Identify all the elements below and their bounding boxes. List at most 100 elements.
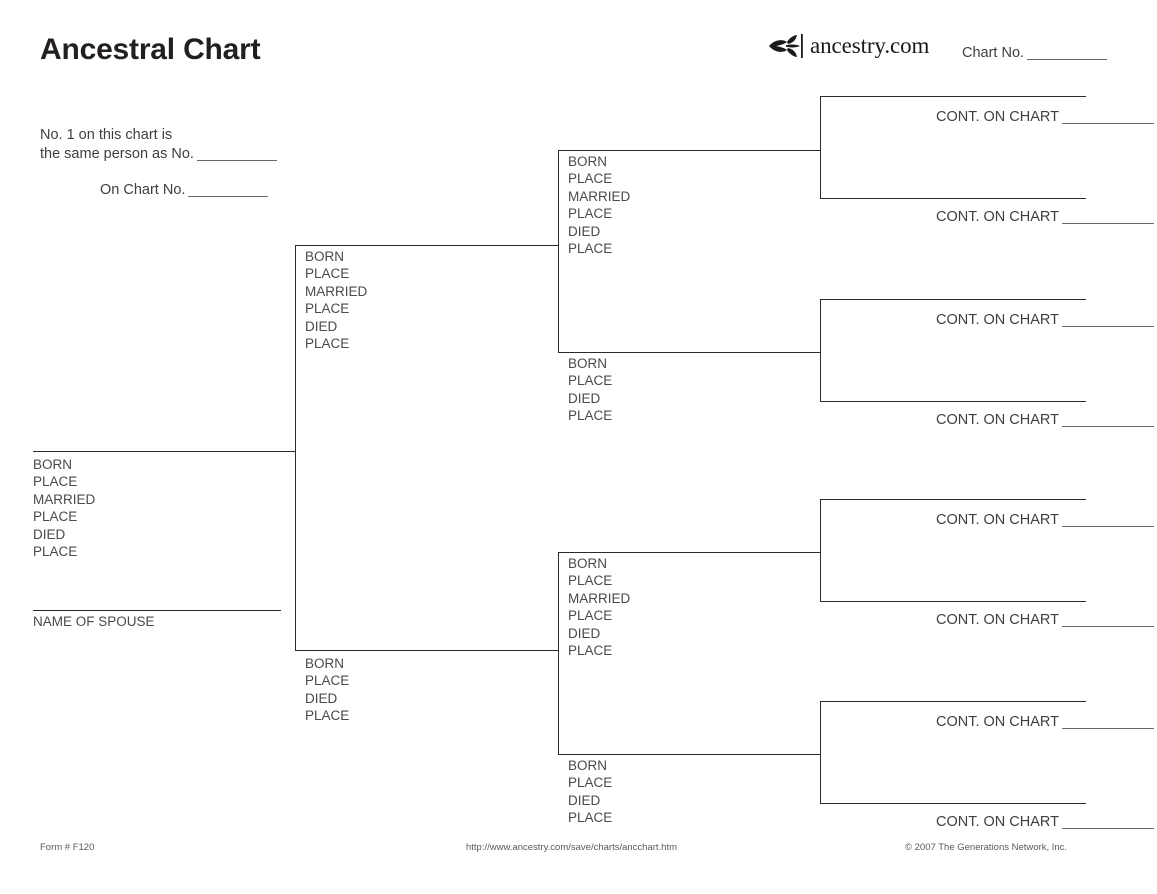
gen2-mother-died: DIED [305, 690, 338, 706]
gen2-father-place-1: PLACE [305, 266, 350, 282]
gen4-3-cont-label: CONT. ON CHART [936, 312, 1059, 328]
gen3-1-married: MARRIED [568, 188, 631, 204]
gen4-group3-connector [806, 552, 820, 553]
ancestry-logo: ancestry.com [762, 33, 929, 59]
gen4-2-name-line[interactable] [820, 198, 1086, 199]
gen4-group2-connector [806, 352, 820, 353]
gen4-6-cont-label: CONT. ON CHART [936, 612, 1059, 628]
gen3-2-name-line[interactable] [558, 352, 821, 353]
gen4-5-cont-label: CONT. ON CHART [936, 512, 1059, 528]
gen4-2-cont-blank[interactable] [1062, 223, 1154, 224]
gen4-8-cont[interactable]: CONT. ON CHART [936, 814, 1154, 830]
gen4-1-name-line[interactable] [820, 96, 1086, 97]
gen3-3-died: DIED [568, 625, 601, 641]
person1-place-2: PLACE [33, 509, 78, 525]
gen3-2-place-1: PLACE [568, 373, 613, 389]
gen2-father-married: MARRIED [305, 283, 368, 299]
note-line-2: the same person as No. [40, 146, 194, 162]
gen2-father-fields: BORN PLACE MARRIED PLACE DIED PLACE [305, 248, 367, 352]
gen2-father-place-3: PLACE [305, 336, 350, 352]
chart-no-field[interactable]: Chart No. [962, 45, 1108, 61]
gen4-8-cont-blank[interactable] [1062, 828, 1154, 829]
gen4-1-cont-blank[interactable] [1062, 123, 1154, 124]
gen4-3-cont[interactable]: CONT. ON CHART [936, 312, 1154, 328]
gen3-1-born: BORN [568, 154, 608, 169]
gen4-1-cont[interactable]: CONT. ON CHART [936, 109, 1154, 125]
gen3-2-born: BORN [568, 356, 608, 371]
gen4-5-cont[interactable]: CONT. ON CHART [936, 512, 1154, 528]
gen4-3-cont-blank[interactable] [1062, 326, 1154, 327]
on-chart-no-blank[interactable] [188, 196, 269, 197]
gen4-3-name-line[interactable] [820, 299, 1086, 300]
gen3-lower-bracket-spine [558, 552, 559, 754]
gen3-2-died: DIED [568, 390, 601, 406]
connector-person1-to-gen2 [281, 451, 296, 452]
gen3-upper-bracket-spine [558, 150, 559, 352]
gen4-7-cont-label: CONT. ON CHART [936, 714, 1059, 730]
gen3-3-place-1: PLACE [568, 573, 613, 589]
gen4-4-cont[interactable]: CONT. ON CHART [936, 412, 1154, 428]
gen3-4-fields: BORN PLACE DIED PLACE [568, 757, 612, 827]
ancestry-leaf-icon [769, 34, 803, 58]
gen4-7-cont-blank[interactable] [1062, 728, 1154, 729]
gen2-mother-fields: BORN PLACE DIED PLACE [305, 655, 349, 725]
note-line-2-wrap: the same person as No. [40, 145, 277, 164]
gen3-3-place-2: PLACE [568, 608, 613, 624]
chart-no-blank[interactable] [1027, 59, 1108, 60]
note-line-1: No. 1 on this chart is [40, 127, 173, 143]
same-person-no-blank[interactable] [196, 160, 277, 161]
footer-form-number: Form # F120 [40, 842, 95, 853]
gen3-4-place-2: PLACE [568, 810, 613, 826]
person1-place-1: PLACE [33, 474, 78, 490]
gen2-mother-name-line[interactable] [295, 650, 558, 651]
gen2-bracket-spine [295, 245, 296, 650]
gen4-6-name-line[interactable] [820, 601, 1086, 602]
person1-married: MARRIED [33, 491, 96, 507]
gen4-2-cont[interactable]: CONT. ON CHART [936, 209, 1154, 225]
chart-no-label: Chart No. [962, 45, 1025, 61]
gen2-father-name-line[interactable] [295, 245, 558, 246]
gen4-group1-spine [820, 96, 821, 198]
gen4-4-cont-blank[interactable] [1062, 426, 1154, 427]
gen4-2-cont-label: CONT. ON CHART [936, 209, 1059, 225]
gen3-4-born: BORN [568, 758, 608, 773]
gen4-7-name-line[interactable] [820, 701, 1086, 702]
person1-place-3: PLACE [33, 544, 78, 560]
person1-born: BORN [33, 457, 73, 472]
gen2-mother-place-2: PLACE [305, 708, 350, 724]
note-line-3: On Chart No. [100, 182, 186, 198]
gen3-1-place-3: PLACE [568, 241, 613, 257]
gen2-father-died: DIED [305, 318, 338, 334]
gen3-3-born: BORN [568, 556, 608, 571]
gen2-mother-born: BORN [305, 656, 345, 671]
note-line-3-wrap: On Chart No. [40, 181, 277, 200]
gen3-1-name-line[interactable] [558, 150, 821, 151]
person1-died: DIED [33, 526, 66, 542]
gen4-6-cont[interactable]: CONT. ON CHART [936, 612, 1154, 628]
gen4-8-name-line[interactable] [820, 803, 1086, 804]
gen4-5-name-line[interactable] [820, 499, 1086, 500]
gen4-5-cont-blank[interactable] [1062, 526, 1154, 527]
footer-url[interactable]: http://www.ancestry.com/save/charts/ancc… [466, 842, 678, 853]
gen3-1-place-2: PLACE [568, 206, 613, 222]
gen4-4-cont-label: CONT. ON CHART [936, 412, 1059, 428]
person1-name-line[interactable] [33, 451, 296, 452]
gen2-father-born: BORN [305, 249, 345, 264]
gen3-1-fields: BORN PLACE MARRIED PLACE DIED PLACE [568, 153, 630, 257]
gen2-father-place-2: PLACE [305, 301, 350, 317]
gen3-4-name-line[interactable] [558, 754, 821, 755]
gen3-3-fields: BORN PLACE MARRIED PLACE DIED PLACE [568, 555, 630, 659]
gen4-6-cont-blank[interactable] [1062, 626, 1154, 627]
gen3-2-place-2: PLACE [568, 408, 613, 424]
gen3-3-name-line[interactable] [558, 552, 821, 553]
gen4-4-name-line[interactable] [820, 401, 1086, 402]
gen3-1-place-1: PLACE [568, 171, 613, 187]
gen4-7-cont[interactable]: CONT. ON CHART [936, 714, 1154, 730]
person1-spouse-caption: NAME OF SPOUSE [33, 614, 155, 629]
person1-spouse-line[interactable] [33, 610, 281, 611]
page-title: Ancestral Chart [40, 33, 261, 66]
gen2-mother-place-1: PLACE [305, 673, 350, 689]
person1-fields: BORN PLACE MARRIED PLACE DIED PLACE [33, 456, 95, 560]
gen4-group4-connector [806, 754, 820, 755]
